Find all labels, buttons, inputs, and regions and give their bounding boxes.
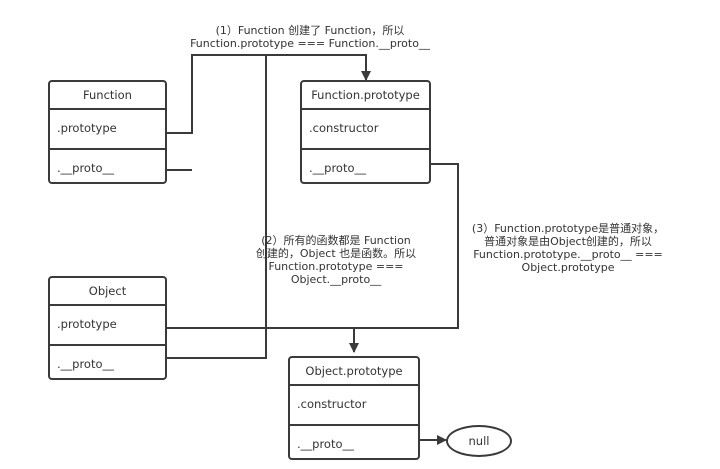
function-prototype-proto-field: .__proto__ bbox=[302, 148, 429, 188]
object-box-title: Object bbox=[50, 278, 165, 306]
note-3-line: (3）Function.prototype是普通对象， bbox=[471, 222, 665, 235]
note-1: (1）Function 创建了 Function，所以 Function.pro… bbox=[180, 24, 440, 50]
object-prototype-proto-field: .__proto__ bbox=[290, 424, 418, 464]
connector-object-prototype bbox=[166, 327, 359, 353]
note-3-line: 普通对象是由Object创建的，所以 bbox=[484, 235, 652, 248]
object-prototype-box-title: Object.prototype bbox=[290, 358, 418, 386]
note-2-line: 创建的，Object 也是函数。所以 bbox=[255, 247, 417, 260]
note-3-line: Function.prototype.__proto__ === bbox=[473, 248, 663, 261]
note-2-line: Object.__proto__ bbox=[290, 273, 382, 286]
object-box: Object .prototype .__proto__ bbox=[48, 276, 167, 380]
function-prototype-field: .prototype bbox=[57, 121, 117, 135]
object-prototype-field: .prototype bbox=[57, 317, 117, 331]
object-prototype-box: Object.prototype .constructor .__proto__ bbox=[288, 356, 420, 460]
note-3: (3）Function.prototype是普通对象， 普通对象是由Object… bbox=[468, 222, 668, 274]
function-prototype-box-title: Function.prototype bbox=[302, 82, 429, 110]
function-box: Function .prototype .__proto__ bbox=[48, 80, 167, 184]
note-3-line: Object.prototype bbox=[521, 261, 615, 274]
null-node: null bbox=[446, 425, 512, 457]
function-box-title: Function bbox=[50, 82, 165, 110]
note-1-line: (1）Function 创建了 Function，所以 bbox=[215, 24, 405, 37]
note-2-line: (2）所有的函数都是 Function bbox=[261, 234, 411, 247]
note-2-line: Function.prototype === bbox=[268, 260, 404, 273]
note-1-line: Function.prototype === Function.__proto_… bbox=[190, 37, 430, 50]
function-prototype-constructor-field: .constructor bbox=[309, 121, 379, 135]
connector-object-proto bbox=[166, 55, 267, 359]
connector-funcproto-proto bbox=[354, 163, 459, 329]
note-2: (2）所有的函数都是 Function 创建的，Object 也是函数。所以 F… bbox=[252, 234, 420, 286]
function-prototype-box: Function.prototype .constructor .__proto… bbox=[300, 80, 431, 184]
object-prototype-constructor-field: .constructor bbox=[297, 397, 367, 411]
null-label: null bbox=[468, 434, 490, 448]
connector-function-prototype bbox=[166, 54, 371, 134]
function-proto-field: .__proto__ bbox=[50, 148, 165, 188]
object-proto-field: .__proto__ bbox=[50, 344, 165, 384]
